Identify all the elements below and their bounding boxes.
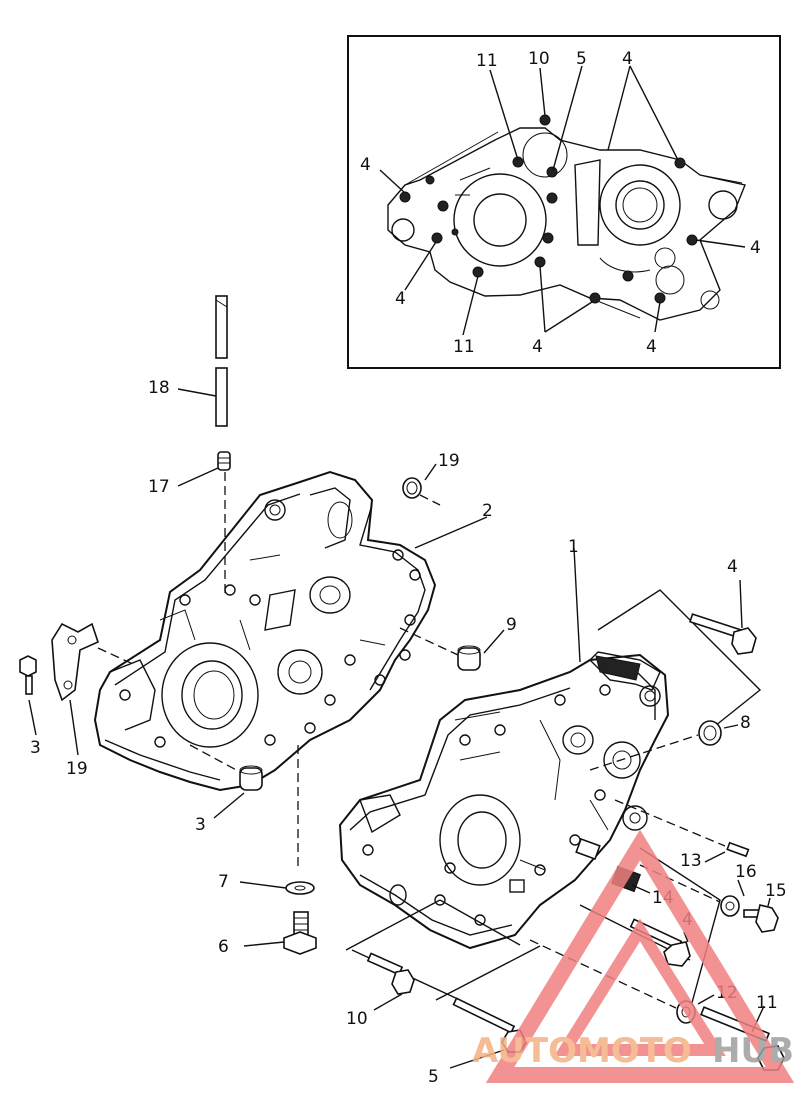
callout-6: 6 <box>218 937 229 957</box>
callout-4: 4 <box>727 557 738 577</box>
callout-4: 4 <box>622 49 633 69</box>
watermark-triangle-inner <box>554 918 726 1056</box>
callout-2: 2 <box>482 501 493 521</box>
callout-16: 16 <box>735 862 757 882</box>
inset-bearing-right-core <box>622 187 658 223</box>
inset-upper-boss <box>522 132 568 178</box>
dowel-pin-18 <box>177 295 228 427</box>
inset-frame <box>347 35 781 369</box>
bolt-4-upper <box>597 579 762 739</box>
inset-hole-c <box>700 290 720 310</box>
callout-19: 8 <box>740 713 751 733</box>
watermark-logo: AUTOMOTO HUB <box>472 829 795 1083</box>
callout-9: 3 <box>30 738 41 758</box>
inset-case-outline <box>387 127 746 321</box>
oil-seal-19-upper <box>402 463 441 506</box>
callout-11: 11 <box>476 51 498 71</box>
stud-13 <box>614 799 750 863</box>
callout-1: 1 <box>568 537 579 557</box>
callout-7: 7 <box>218 872 229 892</box>
callout-4: 4 <box>750 238 761 258</box>
callout-5: 5 <box>428 1067 439 1087</box>
drain-bolt-6 <box>243 911 317 955</box>
inset-ribs <box>455 167 651 273</box>
dowel-3-lower <box>189 744 263 819</box>
bracket-8 <box>51 622 136 756</box>
callout-3: 3 <box>195 815 206 835</box>
callout-18: 18 <box>148 378 170 398</box>
inset-left-boss <box>391 218 415 242</box>
right-half-bolt-holes <box>362 684 611 926</box>
inset-bearing-left-outer <box>453 173 547 267</box>
washer-7 <box>239 745 315 895</box>
callout-15: 15 <box>765 881 787 901</box>
inset-hole-a <box>654 247 676 269</box>
callout-13: 13 <box>680 851 702 871</box>
callout-11: 11 <box>756 993 778 1013</box>
callout-17: 17 <box>148 477 170 497</box>
bolt-10 <box>345 899 521 1011</box>
watermark-triangle-outer <box>485 829 795 1083</box>
inset-bearing-left-inner <box>473 193 527 247</box>
watermark-text-secondary: HUB <box>712 1031 794 1071</box>
callout-4: 4 <box>532 337 543 357</box>
bolt-15 <box>743 897 779 933</box>
inset-shift-rib <box>574 159 601 246</box>
inset-bearing-right-inner <box>615 180 665 230</box>
bolt-17 <box>177 451 231 595</box>
washer-16 <box>639 864 745 917</box>
callout-10: 10 <box>528 49 550 69</box>
oil-seal-19-right <box>589 720 739 771</box>
inset-hole-b <box>655 265 685 295</box>
callout-8: 19 <box>66 759 88 779</box>
dowel-3-upper <box>399 627 505 671</box>
inset-bolt-holes <box>399 114 698 304</box>
bolt-9 <box>19 655 37 736</box>
callout-3: 9 <box>506 615 517 635</box>
left-half-bolt-holes <box>119 549 421 748</box>
callout-5: 5 <box>576 49 587 69</box>
callout-4: 4 <box>360 155 371 175</box>
inset-right-boss <box>708 190 738 220</box>
inset-flange-lines <box>404 131 743 319</box>
crankcase-left-half <box>93 470 488 792</box>
inset-view: 11 10 5 4 4 4 4 11 4 4 <box>347 35 781 369</box>
watermark-text-primary: AUTOMOTO <box>472 1031 692 1071</box>
callout-10: 10 <box>346 1009 368 1029</box>
callout-11: 11 <box>453 337 475 357</box>
callout-4: 4 <box>646 337 657 357</box>
inset-bearing-right-outer <box>599 164 681 246</box>
callout-19: 19 <box>438 451 460 471</box>
crankcase-right-half <box>338 547 670 950</box>
inset-leaders <box>379 65 746 336</box>
callout-4: 4 <box>395 289 406 309</box>
